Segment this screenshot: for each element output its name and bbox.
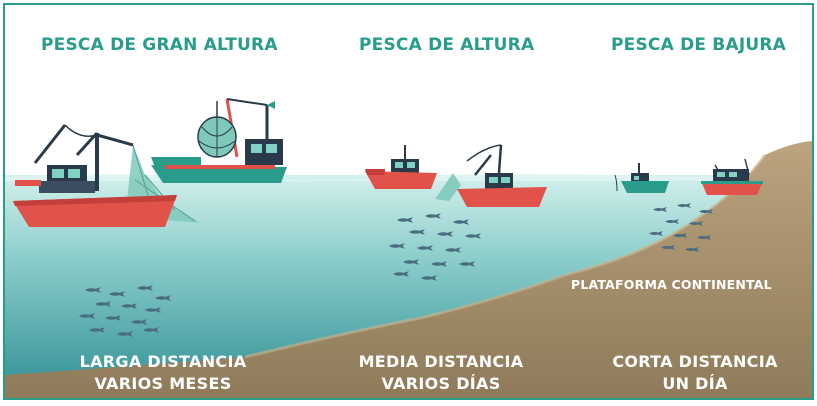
- distance-medium-line2: VARIOS DÍAS: [381, 374, 501, 393]
- distance-long-line1: LARGA DISTANCIA: [79, 352, 247, 371]
- distance-long-line2: VARIOS MESES: [94, 374, 232, 393]
- small-boat-right: [701, 158, 763, 195]
- small-boat-left: [614, 163, 669, 193]
- title-high-seas-fishing: PESCA DE GRAN ALTURA: [41, 35, 278, 55]
- distance-short-line1: CORTA DISTANCIA: [612, 352, 778, 371]
- fishing-scene: [5, 98, 812, 398]
- distance-label-long: LARGA DISTANCIA VARIOS MESES: [53, 351, 273, 395]
- large-trawler: [13, 124, 200, 227]
- medium-trawler-left: [365, 145, 437, 189]
- title-inshore-fishing: PESCA DE BAJURA: [611, 35, 787, 55]
- distance-short-line2: UN DÍA: [662, 374, 728, 393]
- seabed: [5, 141, 812, 398]
- distance-medium-line1: MEDIA DISTANCIA: [358, 352, 524, 371]
- title-offshore-fishing: PESCA DE ALTURA: [359, 35, 535, 55]
- fishing-types-diagram: PESCA DE GRAN ALTURA PESCA DE ALTURA PES…: [3, 3, 814, 400]
- teal-trawler: [151, 98, 287, 183]
- continental-shelf-label: PLATAFORMA CONTINENTAL: [571, 277, 772, 292]
- medium-trawler-right: [435, 144, 547, 207]
- distance-label-medium: MEDIA DISTANCIA VARIOS DÍAS: [331, 351, 551, 395]
- distance-label-short: CORTA DISTANCIA UN DÍA: [585, 351, 805, 395]
